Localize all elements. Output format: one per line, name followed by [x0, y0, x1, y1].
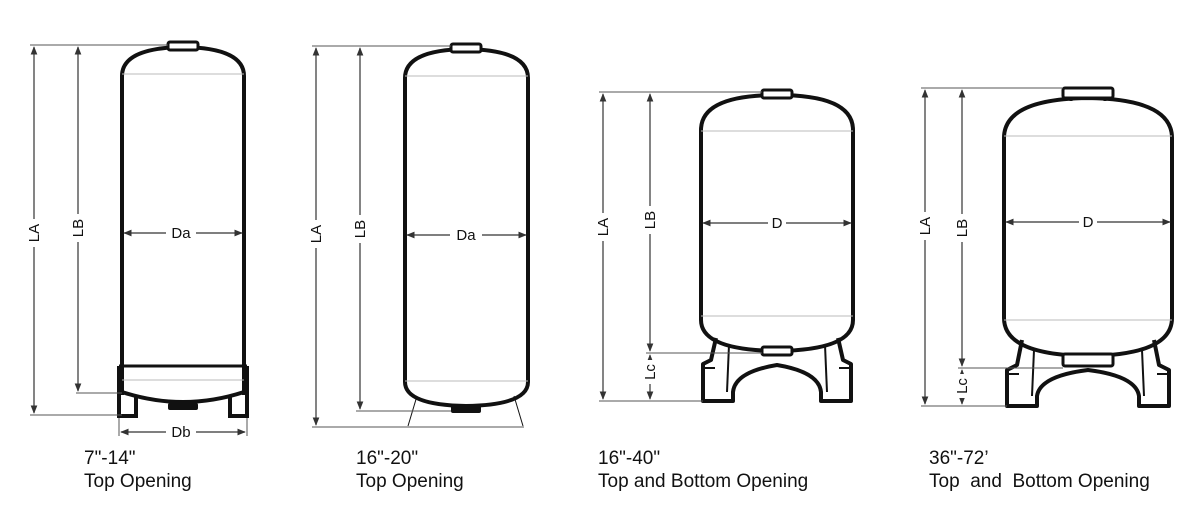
- size-caption: 16"-20": [356, 448, 418, 469]
- tank-16-40: LA LB Lc D 16"-40" Top and Bottom Openin…: [595, 88, 855, 492]
- lb-label: LB: [954, 219, 971, 237]
- opening-caption: Top Opening: [84, 471, 192, 492]
- lc-label: Lc: [954, 378, 971, 394]
- la-label: LA: [26, 224, 43, 242]
- d-label: D: [1083, 214, 1094, 231]
- la-label: LA: [917, 217, 934, 235]
- lb-label: LB: [642, 211, 659, 229]
- opening-caption: Top Opening: [356, 471, 464, 492]
- size-caption: 7"-14": [84, 448, 136, 469]
- tank-body: [699, 88, 855, 357]
- tank-body: [120, 40, 246, 410]
- opening-caption: Top and Bottom Opening: [598, 471, 808, 492]
- la-label: LA: [308, 225, 325, 243]
- size-caption: 16"-40": [598, 448, 660, 469]
- size-caption: 36"-72’: [929, 448, 989, 469]
- dimension-lines: [30, 44, 248, 436]
- tank-body: [403, 42, 530, 413]
- tank-16-20: LA LB Da 16"-20" Top Opening: [308, 42, 530, 492]
- support-legs: [1005, 339, 1171, 408]
- d-label: D: [772, 215, 783, 232]
- base-ring: [117, 364, 249, 418]
- tank-7-14: LA LB Da Db 7"-14" Top Opening: [26, 40, 249, 492]
- dimension-lines: [599, 91, 852, 402]
- la-label: LA: [595, 218, 612, 236]
- da-label: Da: [456, 227, 476, 244]
- lc-label: Lc: [642, 364, 659, 380]
- tank-36-72: LA LB Lc D 36"-72’ Top and Bottom Openin…: [917, 86, 1174, 492]
- lb-label: LB: [352, 220, 369, 238]
- tank-body: [1002, 86, 1174, 368]
- da-label: Da: [171, 225, 191, 242]
- lb-label: LB: [70, 219, 87, 237]
- db-label: Db: [171, 424, 190, 441]
- dimension-lines: [312, 45, 527, 428]
- opening-caption: Top and Bottom Opening: [929, 471, 1150, 492]
